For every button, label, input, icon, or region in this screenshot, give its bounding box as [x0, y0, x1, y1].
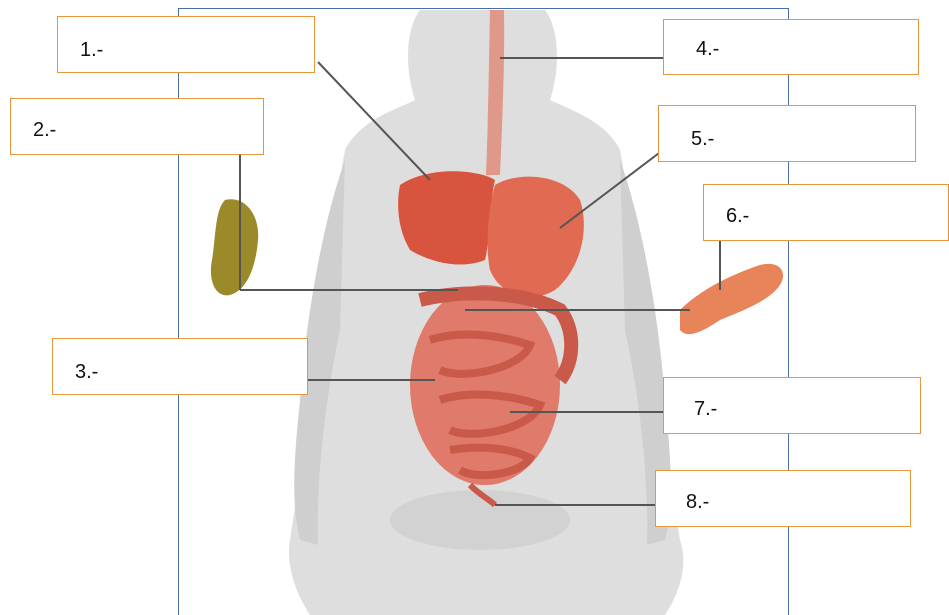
gallbladder-shape	[211, 199, 258, 295]
label-text-4: 4.-	[696, 38, 918, 61]
label-text-1: 1.-	[80, 39, 314, 62]
label-box-3[interactable]: 3.-	[52, 338, 308, 395]
label-text-5: 5.-	[691, 128, 915, 151]
pancreas-shape	[680, 264, 783, 334]
label-box-4[interactable]: 4.-	[663, 19, 919, 75]
label-text-2: 2.-	[33, 119, 263, 142]
label-box-2[interactable]: 2.-	[10, 98, 264, 155]
label-box-7[interactable]: 7.-	[663, 377, 921, 434]
label-text-6: 6.-	[726, 205, 948, 228]
liver-shape	[398, 171, 495, 264]
label-box-8[interactable]: 8.-	[655, 470, 911, 527]
label-text-8: 8.-	[686, 491, 910, 514]
label-text-3: 3.-	[75, 361, 307, 384]
label-box-6[interactable]: 6.-	[703, 184, 949, 241]
label-box-1[interactable]: 1.-	[57, 16, 315, 73]
label-box-5[interactable]: 5.-	[658, 105, 916, 162]
label-text-7: 7.-	[694, 398, 920, 421]
